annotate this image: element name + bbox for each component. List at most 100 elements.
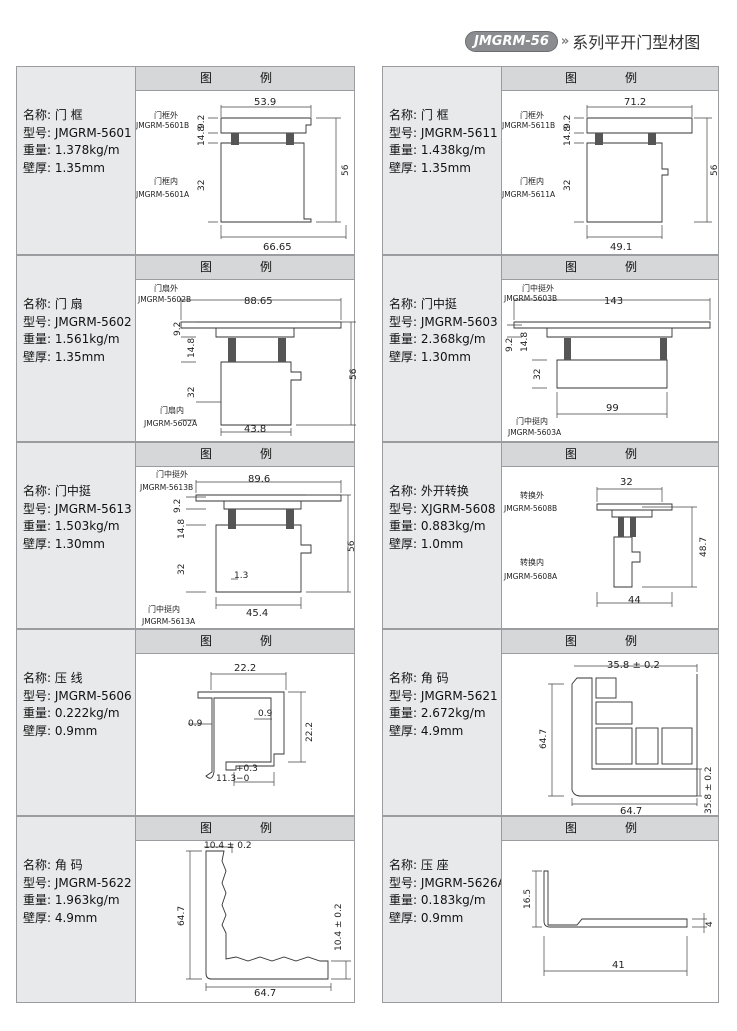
profile-weight: 重量: 0.222kg/m <box>23 706 120 720</box>
profile-weight: 重量: 1.561kg/m <box>23 332 120 346</box>
corner-cell <box>661 727 693 765</box>
profile-outline <box>596 503 673 588</box>
profile-drawing: 16.5 4 41 <box>523 870 715 976</box>
profile-weight: 重量: 2.368kg/m <box>389 332 486 346</box>
profile-card-5622: 名称: 角 码 型号: JMGRM-5622 重量: 1.963kg/m 壁厚:… <box>16 816 355 1003</box>
part-label: JMGRM-5608A <box>503 572 558 581</box>
profile-outline <box>586 117 693 223</box>
part-label: JMGRM-5603A <box>507 428 562 437</box>
profile-model: 型号: XJGRM-5608 <box>389 501 496 516</box>
profile-info: 名称: 门中挺 型号: JMGRM-5603 重量: 2.368kg/m 壁厚:… <box>389 296 498 366</box>
figure-header: 图 例 <box>502 443 718 467</box>
dim-label: +0.3 <box>236 764 258 774</box>
part-label: 门框外 <box>154 110 178 120</box>
profile-card-5626A: 名称: 压 座 型号: JMGRM-5626A 重量: 0.183kg/m 壁厚… <box>382 816 719 1003</box>
profile-outline <box>543 870 688 928</box>
dim-label: 11.3−0 <box>216 774 250 784</box>
profile-drawing: 88.65 9.2 14.8 32 56 43.8 门扇外 JMGRM-5602… <box>137 283 356 436</box>
profile-figure: 图 例 10.4 ± 0.2 64.7 10.4 ± 0.2 64.7 <box>135 817 354 1002</box>
dim-label: 64.7 <box>177 906 187 926</box>
part-label: 门中挺内 <box>516 416 548 426</box>
dim-label: 9.2 <box>563 115 573 129</box>
series-badge: JMGRM-56 <box>465 30 558 52</box>
part-label: 门框内 <box>154 176 178 186</box>
profile-drawing: 22.2 0.9 0.9 22.2 +0.3 11.3−0 <box>188 663 315 786</box>
part-label: 门中挺外 <box>522 283 554 293</box>
figure-header: 图 例 <box>136 256 354 280</box>
profile-drawing: 71.2 9.2 14.8 32 56 49.1 门框外 JMGRM-5611B… <box>502 97 720 253</box>
profile-figure: 图 例 143 9.2 14.8 32 99 门中挺外 JMGRM-5603B … <box>501 256 718 441</box>
dim-label: 9.2 <box>505 338 515 352</box>
dim-label: 35.8 ± 0.2 <box>607 660 660 671</box>
profile-outline <box>513 321 711 389</box>
dimension-line <box>596 487 697 607</box>
profile-figure: 图 例 71.2 9.2 14.8 32 56 49.1 门框外 JMGRM-5… <box>501 67 720 254</box>
dimension-line <box>180 298 356 436</box>
figure-header: 图 例 <box>502 630 718 654</box>
dim-label: 22.2 <box>234 663 256 674</box>
dim-label: 53.9 <box>254 97 276 108</box>
profile-info: 名称: 门 扇 型号: JMGRM-5602 重量: 1.561kg/m 壁厚:… <box>23 296 132 366</box>
thermal-strip <box>228 338 236 362</box>
part-label: JMGRM-5608B <box>503 504 557 513</box>
dim-label: 22.2 <box>305 722 315 742</box>
profile-outline <box>571 674 698 797</box>
thermal-strip <box>630 517 636 537</box>
profile-wall: 壁厚: 1.30mm <box>23 536 105 551</box>
profile-wall: 壁厚: 1.35mm <box>23 349 105 364</box>
profile-weight: 重量: 1.378kg/m <box>23 143 120 157</box>
dim-label: 32 <box>187 387 197 398</box>
dim-label: 41 <box>612 960 625 971</box>
figure-header: 图 例 <box>136 67 354 91</box>
profile-model: 型号: JMGRM-5602 <box>23 314 132 329</box>
profile-info: 名称: 压 线 型号: JMGRM-5606 重量: 0.222kg/m 壁厚:… <box>23 670 132 740</box>
corner-cell <box>595 701 633 725</box>
dim-label: 49.1 <box>610 242 632 253</box>
part-label: 门框内 <box>520 176 544 186</box>
dimension-line <box>548 664 702 806</box>
page-title: 系列平开门型材图 <box>572 33 701 52</box>
profile-drawing: 35.8 ± 0.2 64.7 35.8 ± 0.2 64.7 <box>539 660 714 816</box>
part-label: JMGRM-5603B <box>503 294 557 303</box>
thermal-strip <box>228 509 236 529</box>
dim-label: 44 <box>628 595 641 606</box>
profile-figure: 图 例 22.2 0.9 0.9 22.2 +0.3 11.3−0 <box>135 630 354 815</box>
profile-drawing: 10.4 ± 0.2 64.7 10.4 ± 0.2 64.7 <box>177 841 351 999</box>
profile-outline <box>197 691 285 779</box>
dim-label: 16.5 <box>523 889 533 909</box>
dim-label: 143 <box>604 296 623 307</box>
dim-label: 88.65 <box>244 296 273 307</box>
profile-weight: 重量: 0.883kg/m <box>389 519 486 533</box>
thermal-strip <box>564 338 571 360</box>
part-label: JMGRM-5602A <box>143 419 198 428</box>
profile-wall: 壁厚: 1.35mm <box>389 160 471 175</box>
dimension-line <box>532 870 707 976</box>
part-label: JMGRM-5613B <box>139 483 193 492</box>
profile-outline <box>205 850 329 980</box>
part-label: 门扇外 <box>154 283 178 293</box>
dim-label: 71.2 <box>624 97 646 108</box>
profile-info: 名称: 角 码 型号: JMGRM-5621 重量: 2.672kg/m 壁厚:… <box>389 670 498 740</box>
profile-info: 名称: 压 座 型号: JMGRM-5626A 重量: 0.183kg/m 壁厚… <box>389 857 506 927</box>
profile-weight: 重量: 2.672kg/m <box>389 706 486 720</box>
profile-name: 名称: 门中挺 <box>389 297 457 311</box>
part-label: JMGRM-5601B <box>136 121 189 130</box>
profile-figure: 图 例 89.6 9.2 14.8 32 56 1.3 45.4 门中挺外 JM… <box>135 443 356 628</box>
thermal-strip <box>648 133 656 145</box>
profile-card-5613: 名称: 门中挺 型号: JMGRM-5613 重量: 1.503kg/m 壁厚:… <box>16 442 356 629</box>
dim-label: 10.4 ± 0.2 <box>334 903 344 951</box>
profile-name: 名称: 外开转换 <box>389 484 469 498</box>
dimension-line <box>208 105 347 239</box>
profile-weight: 重量: 0.183kg/m <box>389 893 486 907</box>
dim-label: 0.9 <box>188 719 203 729</box>
dim-label: 14.8 <box>177 519 187 539</box>
profile-weight: 重量: 1.503kg/m <box>23 519 120 533</box>
profile-outline <box>195 494 342 593</box>
dimension-line <box>188 672 306 786</box>
dim-label: 9.2 <box>173 499 183 513</box>
part-label: JMGRM-5601A <box>136 190 190 199</box>
part-label: JMGRM-5611B <box>502 121 555 130</box>
part-label: 转换外 <box>520 490 544 500</box>
profile-card-5608: 名称: 外开转换 型号: XJGRM-5608 重量: 0.883kg/m 壁厚… <box>382 442 719 629</box>
profile-figure: 图 例 88.65 9.2 14.8 32 56 43.8 门扇外 JMGRM-… <box>135 256 356 441</box>
